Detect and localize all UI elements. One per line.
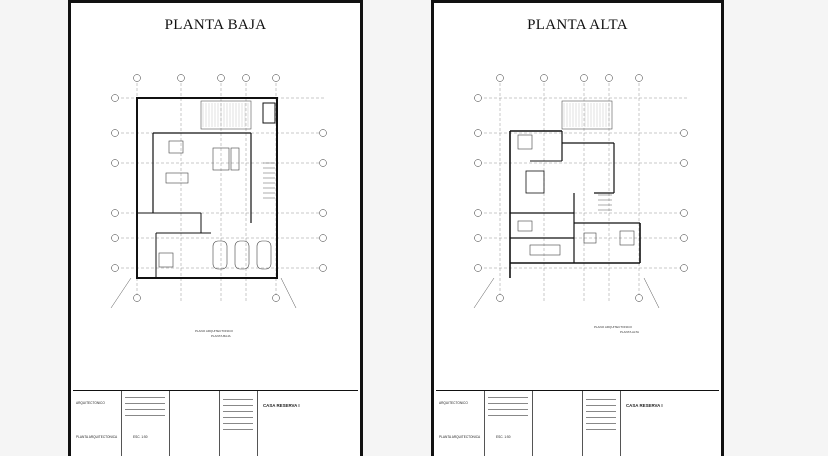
floor-plan-ground	[110, 74, 327, 309]
plan-caption: PLANO ARQUITECTONICO	[594, 325, 632, 329]
sheet-title: PLANTA ALTA	[527, 17, 628, 33]
grid-lines	[474, 83, 689, 303]
plan-subcaption: PLANTA ALTA	[620, 330, 640, 334]
firm-label: ARQUITECTONICO	[439, 401, 468, 405]
hatch-garden	[200, 100, 252, 130]
project-name: CASA RESERVA I	[626, 403, 663, 408]
firm-label: ARQUITECTONICO	[76, 401, 105, 405]
sheet-planta-baja: PLANTA BAJA	[68, 0, 363, 456]
project-name: CASA RESERVA I	[263, 403, 300, 408]
title-block: ARQUITECTONICO PLANTA ARQUITECTONICA ESC…	[73, 390, 358, 456]
property-lines	[473, 277, 660, 309]
sheet-label: PLANTA ARQUITECTONICA	[439, 435, 481, 439]
sheet-title: PLANTA BAJA	[164, 17, 267, 33]
walls	[509, 130, 641, 278]
hatch-void	[561, 100, 613, 130]
title-block: ARQUITECTONICO PLANTA ARQUITECTONICA ESC…	[436, 390, 719, 456]
scale-label: ESC. 1:50	[133, 435, 148, 439]
grid-bubbles	[111, 74, 327, 302]
walls	[136, 97, 278, 279]
stairs	[598, 194, 612, 211]
plan-subcaption: PLANTA BAJA	[211, 334, 231, 338]
property-lines	[110, 277, 297, 309]
furniture	[517, 134, 635, 256]
stairs	[263, 162, 275, 199]
sheet-label: PLANTA ARQUITECTONICA	[76, 435, 118, 439]
grid-lines	[111, 83, 326, 303]
sheet-planta-alta: PLANTA ALTA	[431, 0, 724, 456]
scale-label: ESC. 1:50	[496, 435, 511, 439]
floor-plan-upper	[473, 74, 689, 309]
plan-caption: PLANO ARQUITECTONICO	[195, 329, 233, 333]
furniture	[158, 140, 272, 270]
grid-bubbles	[474, 74, 688, 302]
